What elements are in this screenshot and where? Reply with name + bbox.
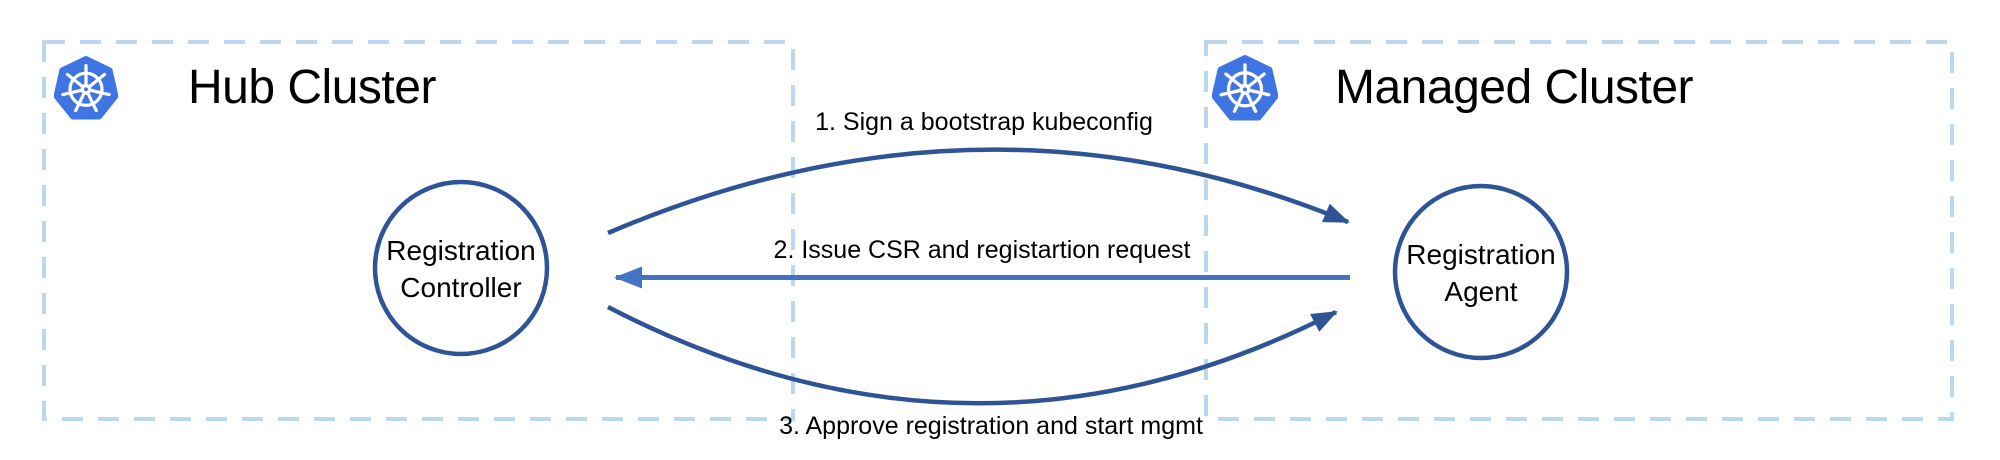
flow-3-label: 3. Approve registration and start mgmt (779, 412, 1203, 440)
managed-cluster-box (1204, 40, 1954, 421)
hub-cluster-title: Hub Cluster (188, 61, 436, 114)
hub-cluster-box (42, 40, 795, 421)
flow-1-arrow (607, 147, 1350, 236)
registration-controller-label-line1: Registration (386, 235, 536, 266)
registration-agent-circle (1392, 183, 1570, 361)
registration-controller-circle (372, 179, 550, 357)
flow-3-arrow (606, 305, 1338, 406)
registration-controller-label: Registration Controller (361, 232, 561, 306)
managed-cluster-title: Managed Cluster (1335, 61, 1694, 114)
hub-kubernetes-icon (56, 59, 116, 117)
flow-2-label: 2. Issue CSR and registartion request (773, 236, 1191, 264)
registration-controller-label-line2: Controller (400, 272, 522, 303)
registration-agent-label: Registration Agent (1381, 236, 1581, 310)
registration-agent-label-line1: Registration (1406, 239, 1556, 270)
managed-kubernetes-icon (1214, 58, 1276, 118)
registration-agent-label-line2: Agent (1444, 276, 1518, 307)
flow-1-label: 1. Sign a bootstrap kubeconfig (815, 108, 1153, 136)
